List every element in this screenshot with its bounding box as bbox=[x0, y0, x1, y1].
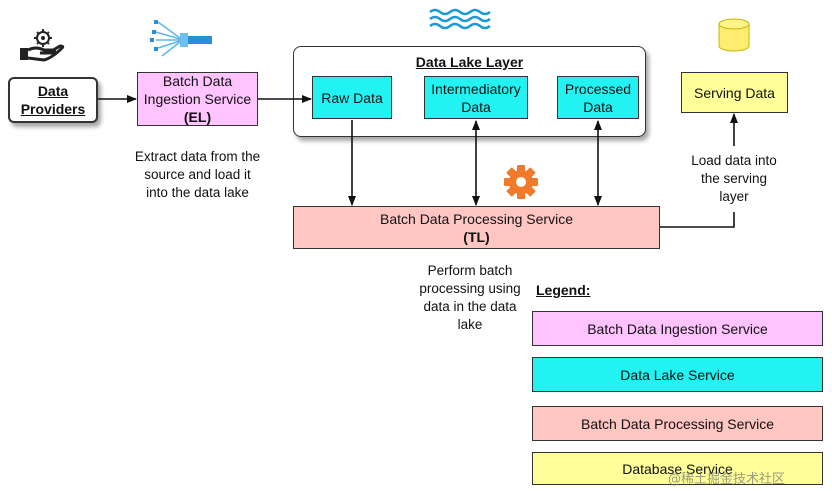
legend-item-processing: Batch Data Processing Service bbox=[532, 406, 823, 441]
processing-caption-line: processing using bbox=[419, 281, 521, 296]
ingestion-caption: Extract data from the source and load it… bbox=[120, 148, 275, 202]
data-lake-title: Data Lake Layer bbox=[415, 54, 524, 70]
batch-ingestion-node: Batch Data Ingestion Service (EL) bbox=[137, 72, 258, 126]
legend-title: Legend: bbox=[536, 282, 591, 298]
processed-line: Data bbox=[583, 98, 613, 115]
water-waves-icon bbox=[429, 8, 491, 30]
legend-item-label: Database Service bbox=[622, 460, 733, 477]
serving-data-node: Serving Data bbox=[681, 72, 788, 113]
providers-line2: Providers bbox=[20, 101, 86, 117]
legend-item-label: Batch Data Ingestion Service bbox=[587, 320, 768, 337]
data-factory-icon bbox=[150, 20, 212, 57]
data-providers-node: Data Providers bbox=[8, 77, 98, 123]
intermediary-data-node: Intermediatory Data bbox=[424, 76, 528, 119]
intermediary-line: Intermediatory bbox=[431, 80, 521, 97]
arrow-processing-to-serving bbox=[660, 212, 735, 228]
processed-data-node: Processed Data bbox=[557, 76, 639, 119]
legend-item-database: Database Service bbox=[532, 452, 823, 485]
legend-item-ingestion: Batch Data Ingestion Service bbox=[532, 311, 823, 346]
processed-line: Processed bbox=[564, 80, 632, 97]
legend-item-lake: Data Lake Service bbox=[532, 357, 823, 392]
ingestion-caption-line: into the data lake bbox=[146, 185, 249, 200]
processing-caption-line: Perform batch bbox=[427, 263, 513, 278]
hand-gear-icon bbox=[20, 29, 65, 62]
processing-code: (TL) bbox=[463, 228, 490, 245]
raw-data-label: Raw Data bbox=[321, 89, 383, 106]
intermediary-line: Data bbox=[461, 98, 491, 115]
serving-label: Serving Data bbox=[694, 84, 775, 101]
providers-line1: Data bbox=[37, 83, 69, 99]
ingestion-caption-line: source and load it bbox=[144, 167, 251, 182]
ingestion-line2: Ingestion Service bbox=[143, 91, 252, 107]
serving-caption-line: layer bbox=[719, 189, 749, 204]
legend-item-label: Data Lake Service bbox=[620, 366, 735, 383]
processing-label: Batch Data Processing Service bbox=[380, 210, 573, 227]
ingestion-caption-line: Extract data from the bbox=[134, 149, 261, 164]
ingestion-line1: Batch Data bbox=[162, 73, 233, 89]
gear-icon bbox=[504, 165, 538, 199]
raw-data-node: Raw Data bbox=[312, 76, 392, 119]
processing-caption-line: lake bbox=[457, 317, 483, 332]
processing-caption-line: data in the data bbox=[423, 299, 517, 314]
serving-caption-line: Load data into bbox=[691, 153, 777, 168]
watermark: @稀土掘金技术社区 bbox=[668, 472, 786, 487]
batch-processing-node: Batch Data Processing Service (TL) bbox=[293, 206, 660, 249]
processing-caption: Perform batch processing using data in t… bbox=[400, 262, 540, 334]
legend-item-label: Batch Data Processing Service bbox=[581, 415, 774, 432]
serving-caption-line: the serving bbox=[700, 171, 768, 186]
serving-caption: Load data into the serving layer bbox=[675, 152, 793, 206]
cylinder-icon bbox=[718, 18, 750, 52]
ingestion-code: (EL) bbox=[183, 109, 212, 125]
